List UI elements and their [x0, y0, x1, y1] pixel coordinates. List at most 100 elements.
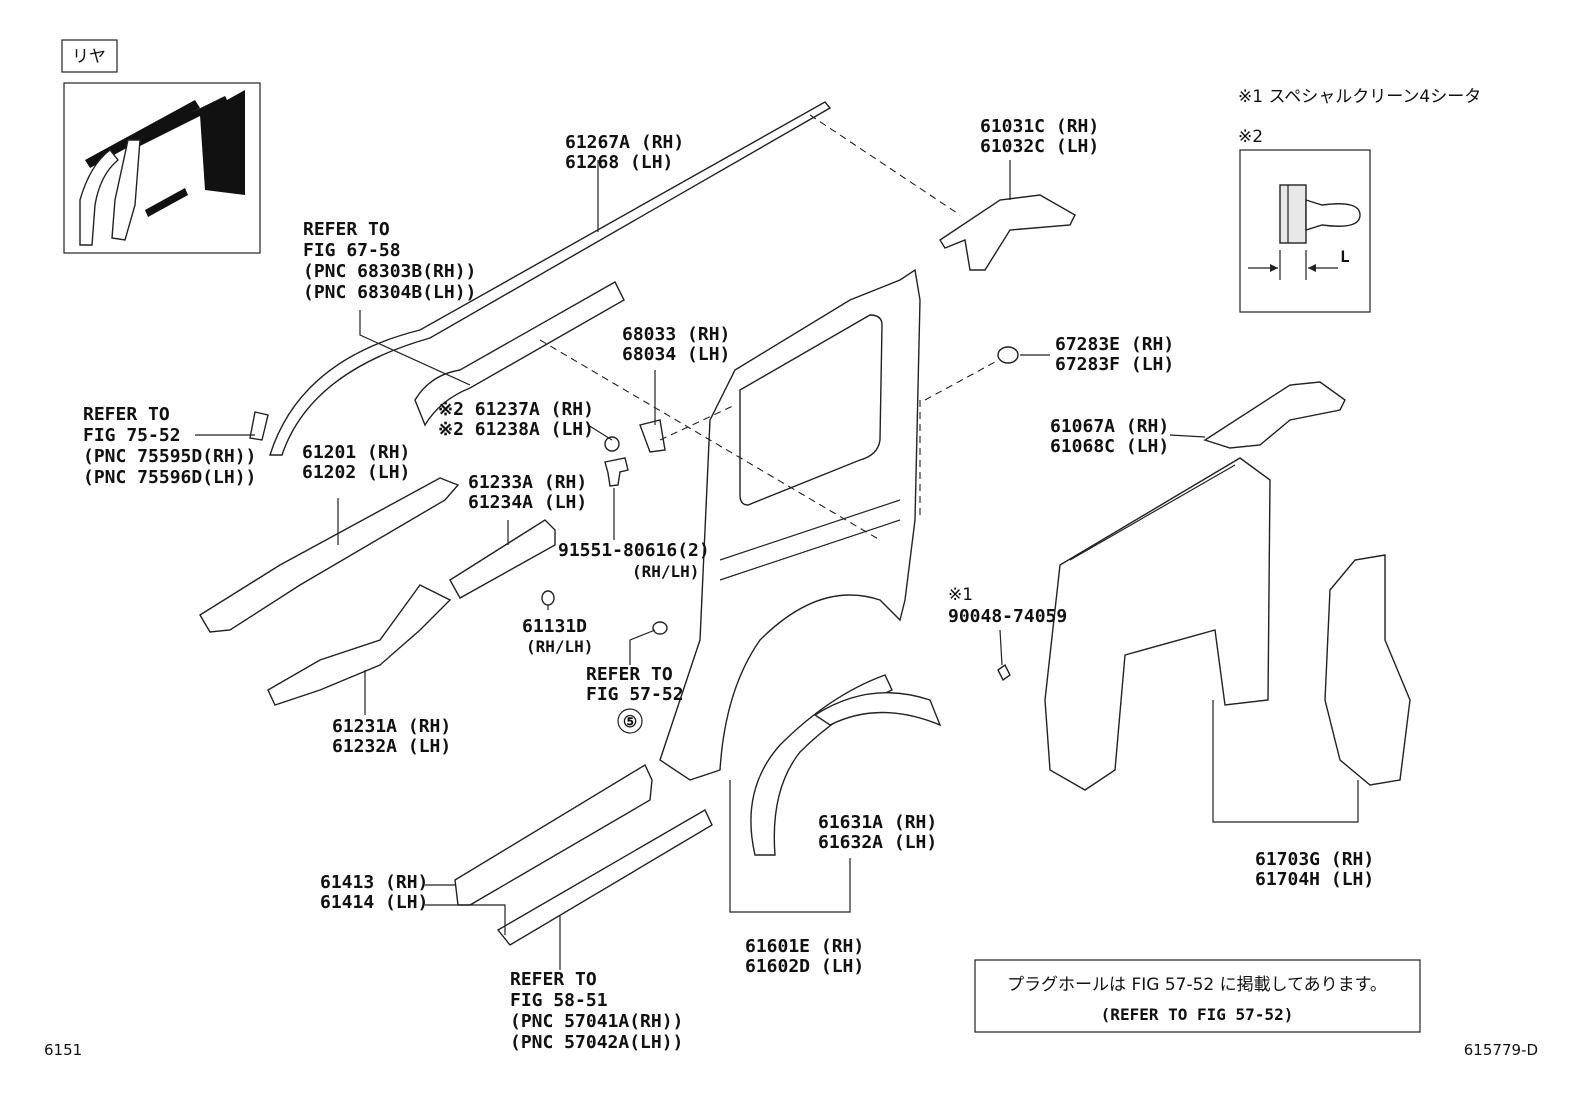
svg-text:REFER TO: REFER TO — [83, 404, 170, 425]
hole-plug-67283 — [997, 346, 1019, 364]
plug-hole-note: プラグホールは FIG 57-52 に掲載してあります。 (REFER TO F… — [974, 959, 1421, 1033]
leader-ref5752 — [629, 629, 656, 665]
svg-text:90048-74059: 90048-74059 — [948, 606, 1067, 627]
hole-plug-ref — [652, 621, 668, 635]
roof-side-rail — [199, 477, 460, 633]
svg-text:61131D: 61131D — [522, 616, 587, 637]
label-61413: 61413 (RH) 61414 (LH) — [320, 872, 428, 913]
bolt-91551 — [604, 457, 629, 487]
wheel-arch-extension — [813, 692, 942, 727]
svg-text:68034 (LH): 68034 (LH) — [622, 344, 730, 365]
dash-plug — [924, 361, 996, 401]
svg-text:61703G (RH): 61703G (RH) — [1255, 849, 1374, 870]
svg-text:REFER TO: REFER TO — [303, 219, 390, 240]
svg-text:※1: ※1 — [948, 585, 973, 605]
dash-rail-to-panel — [809, 114, 961, 216]
svg-text:(REFER TO FIG 57-52): (REFER TO FIG 57-52) — [1101, 1005, 1294, 1024]
locator-thumbnail — [63, 82, 261, 254]
leader-ref6758 — [359, 310, 471, 386]
corner-tag-frame — [61, 39, 118, 73]
label-61631: 61631A (RH) 61632A (LH) — [818, 812, 937, 853]
label-61267: 61267A (RH) 61268 (LH) — [565, 132, 684, 173]
dash-bracket — [659, 404, 736, 441]
circled-ref-frame — [617, 708, 643, 734]
svg-text:(RH/LH): (RH/LH) — [632, 562, 699, 581]
roof-side-inner-panel-rear — [939, 194, 1076, 271]
svg-text:(PNC 75595D(RH)): (PNC 75595D(RH)) — [83, 446, 256, 467]
small-bracket — [249, 411, 269, 441]
quarter-panel — [659, 268, 921, 781]
leader-61067 — [1169, 434, 1206, 438]
svg-text:FIG 75-52: FIG 75-52 — [83, 425, 181, 446]
label-61201: 61201 (RH) 61202 (LH) — [302, 442, 410, 483]
svg-text:61704H (LH): 61704H (LH) — [1255, 869, 1374, 890]
svg-text:FIG 57-52: FIG 57-52 — [586, 684, 684, 705]
back-door-opening-reinforcement — [1203, 381, 1346, 449]
svg-text:61632A (LH): 61632A (LH) — [818, 832, 937, 853]
svg-text:61068C (LH): 61068C (LH) — [1050, 436, 1169, 457]
svg-text:(PNC 68304B(LH)): (PNC 68304B(LH)) — [303, 282, 476, 303]
refer-fig-57-52: REFER TO FIG 57-52 — [586, 664, 684, 705]
hole-plug-90048 — [997, 663, 1011, 682]
dash-rail-to-quarter — [539, 339, 881, 541]
clip-detail-inset — [1239, 149, 1371, 313]
label-61233: 61233A (RH) 61234A (LH) — [468, 472, 587, 513]
leader-61703 — [1212, 700, 1359, 823]
svg-text:61202 (LH): 61202 (LH) — [302, 462, 410, 483]
leader-61601 — [729, 780, 851, 913]
wheel-house-arch-reinforcement — [267, 584, 452, 706]
svg-text:61032C (LH): 61032C (LH) — [980, 136, 1099, 157]
svg-text:REFER TO: REFER TO — [586, 664, 673, 685]
footnote-1: ※1 スペシャルクリーン4シータ — [1238, 87, 1481, 107]
svg-text:プラグホールは FIG 57-52 に掲載してあります。: プラグホールは FIG 57-52 に掲載してあります。 — [1007, 975, 1387, 995]
svg-text:(PNC 68303B(RH)): (PNC 68303B(RH)) — [303, 261, 476, 282]
svg-text:61414 (LH): 61414 (LH) — [320, 892, 428, 913]
label-67283: 67283E (RH) 67283F (LH) — [1055, 334, 1174, 375]
svg-text:61067A (RH): 61067A (RH) — [1050, 416, 1169, 437]
svg-text:91551-80616(2): 91551-80616(2) — [558, 540, 710, 561]
figure-code: 615779-D — [1464, 1041, 1538, 1059]
roof-drip-rail — [269, 101, 832, 456]
label-61237: ※2 61237A (RH) ※2 61238A (LH) — [438, 399, 594, 440]
svg-text:61232A (LH): 61232A (LH) — [332, 736, 451, 757]
svg-text:61233A (RH): 61233A (RH) — [468, 472, 587, 493]
roof-side-inner-rail — [414, 281, 625, 427]
label-61031: 61031C (RH) 61032C (LH) — [980, 116, 1099, 157]
label-68033: 68033 (RH) 68034 (LH) — [622, 324, 730, 365]
quarter-inner-rear-panel — [1324, 554, 1411, 786]
svg-text:※2 61237A (RH): ※2 61237A (RH) — [438, 399, 594, 420]
svg-text:FIG 67-58: FIG 67-58 — [303, 240, 401, 261]
svg-text:67283E (RH): 67283E (RH) — [1055, 334, 1174, 355]
svg-text:61631A (RH): 61631A (RH) — [818, 812, 937, 833]
svg-text:61231A (RH): 61231A (RH) — [332, 716, 451, 737]
svg-text:61413 (RH): 61413 (RH) — [320, 872, 428, 893]
footnote-2-mark: ※2 — [1238, 127, 1263, 147]
roof-side-rail-inner — [449, 519, 556, 599]
svg-text:61234A (LH): 61234A (LH) — [468, 492, 587, 513]
svg-text:61267A (RH): 61267A (RH) — [565, 132, 684, 153]
leader-61237 — [587, 424, 613, 441]
rocker-panel-inner — [496, 809, 713, 946]
svg-text:61601E (RH): 61601E (RH) — [745, 936, 864, 957]
hole-plug-61131 — [541, 590, 555, 606]
dimension-label: L — [1340, 247, 1350, 266]
svg-text:61268 (LH): 61268 (LH) — [565, 152, 673, 173]
leader-90048 — [999, 629, 1003, 666]
label-61231: 61231A (RH) 61232A (LH) — [332, 716, 451, 757]
page-number: 6151 — [44, 1041, 82, 1059]
svg-text:61201 (RH): 61201 (RH) — [302, 442, 410, 463]
rocker-panel-outer — [454, 763, 653, 906]
label-90048: ※1 90048-74059 — [948, 585, 1067, 627]
refer-fig-75-52: REFER TO FIG 75-52 (PNC 75595D(RH)) (PNC… — [83, 404, 256, 488]
svg-text:67283F (LH): 67283F (LH) — [1055, 354, 1174, 375]
label-61131: 61131D (RH/LH) — [522, 616, 593, 656]
label-61601: 61601E (RH) 61602D (LH) — [745, 936, 864, 977]
svg-text:(PNC 75596D(LH)): (PNC 75596D(LH)) — [83, 467, 256, 488]
svg-text:(RH/LH): (RH/LH) — [526, 637, 593, 656]
refer-fig-58-51: REFER TO FIG 58-51 (PNC 57041A(RH)) (PNC… — [510, 969, 683, 1053]
quarter-inner-panel — [1044, 457, 1271, 791]
svg-text:(PNC 57041A(RH)): (PNC 57041A(RH)) — [510, 1011, 683, 1032]
label-61703: 61703G (RH) 61704H (LH) — [1255, 849, 1374, 890]
svg-text:REFER TO: REFER TO — [510, 969, 597, 990]
